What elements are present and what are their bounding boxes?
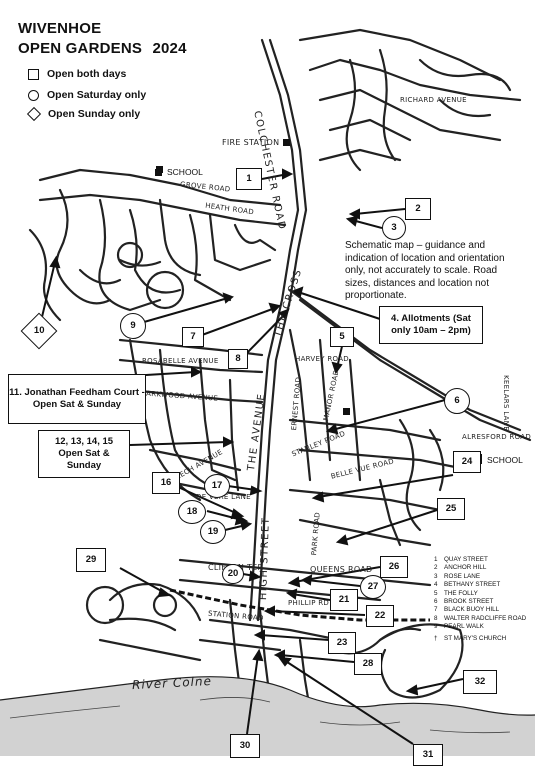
key-item-number: 9 bbox=[434, 623, 438, 631]
garden-marker-6[interactable]: 6 bbox=[444, 388, 470, 414]
garden-marker-5[interactable]: 5 bbox=[330, 327, 354, 347]
key-item-number: 6 bbox=[434, 598, 438, 606]
circle-icon bbox=[28, 89, 39, 101]
garden-marker-30[interactable]: 30 bbox=[230, 734, 260, 758]
key-item-label: BLACK BUOY HILL bbox=[444, 606, 500, 614]
garden-marker-1[interactable]: 1 bbox=[236, 168, 262, 190]
square-icon bbox=[28, 68, 39, 80]
key-item: 9 PEARL WALK bbox=[434, 623, 534, 631]
garden-marker-19[interactable]: 19 bbox=[200, 520, 226, 544]
key-item-label: BETHANY STREET bbox=[444, 581, 501, 589]
garden-marker-25[interactable]: 25 bbox=[437, 498, 465, 520]
key-item: † ST MARY'S CHURCH bbox=[434, 635, 534, 643]
key-item-label: QUAY STREET bbox=[444, 556, 488, 563]
callout-gardens-12-15[interactable]: 12, 13, 14, 15 Open Sat & Sunday bbox=[38, 430, 130, 478]
key-item: 5 THE FOLLY bbox=[434, 590, 534, 598]
callout-allotments[interactable]: 4. Allotments (Sat only 10am – 2pm) bbox=[379, 306, 483, 344]
garden-marker-8[interactable]: 8 bbox=[228, 349, 248, 369]
label-de-vere-lane: DE VERE LANE bbox=[196, 493, 251, 501]
label-queens-road: QUEENS ROAD bbox=[310, 565, 373, 574]
label-fire-station: FIRE STATION bbox=[222, 138, 280, 147]
label-keelars-lane: KEELARS LANE bbox=[502, 375, 510, 431]
key-item-number: 8 bbox=[434, 614, 438, 622]
label-school-nw: SCHOOL bbox=[155, 167, 203, 177]
legend-sunday-label: Open Sunday only bbox=[48, 108, 141, 120]
key-item-number: 1 bbox=[434, 556, 438, 563]
key-item-number: 7 bbox=[434, 606, 438, 614]
key-item-label: PEARL WALK bbox=[444, 623, 484, 631]
key-item: 4 BETHANY STREET bbox=[434, 581, 534, 589]
garden-marker-27[interactable]: 27 bbox=[360, 575, 386, 599]
garden-marker-21[interactable]: 21 bbox=[330, 589, 358, 611]
key-item: 8 WALTER RADCLIFFE ROAD bbox=[434, 615, 534, 623]
key-item-number: 4 bbox=[434, 581, 438, 589]
key-item-number: 3 bbox=[434, 572, 438, 580]
callout-arrows bbox=[41, 168, 464, 745]
legend-saturday: Open Saturday only bbox=[28, 89, 146, 101]
title-line-2: OPEN GARDENS 2024 bbox=[18, 40, 187, 57]
garden-marker-16[interactable]: 16 bbox=[152, 472, 180, 494]
key-item-label: THE FOLLY bbox=[444, 589, 478, 597]
key-item-number: 5 bbox=[434, 589, 438, 597]
schematic-note: Schematic map – guidance and indication … bbox=[345, 240, 505, 301]
legend-saturday-label: Open Saturday only bbox=[47, 89, 147, 101]
callout-jonathan-feedham-court[interactable]: 11. Jonathan Feedham Court - Open Sat & … bbox=[8, 374, 146, 424]
garden-marker-29[interactable]: 29 bbox=[76, 548, 106, 572]
road-network bbox=[28, 28, 532, 712]
garden-marker-20[interactable]: 20 bbox=[222, 564, 244, 584]
label-alresford-road: ALRESFORD ROAD bbox=[462, 433, 532, 441]
garden-marker-32[interactable]: 32 bbox=[463, 670, 497, 694]
railway-line bbox=[169, 588, 430, 622]
label-rosabelle-avenue: ROSABELLE AVENUE bbox=[142, 357, 219, 365]
key-item-label: ANCHOR HILL bbox=[444, 564, 487, 572]
key-item: 2 ANCHOR HILL bbox=[434, 564, 534, 572]
garden-marker-23[interactable]: 23 bbox=[328, 632, 356, 654]
garden-marker-24[interactable]: 24 bbox=[453, 451, 481, 473]
title-year: 2024 bbox=[152, 40, 187, 57]
key-item: 3 ROSE LANE bbox=[434, 573, 534, 581]
garden-marker-7[interactable]: 7 bbox=[182, 327, 204, 347]
garden-marker-3[interactable]: 3 bbox=[382, 216, 406, 240]
key-item-number: 2 bbox=[434, 564, 438, 572]
label-phillip-rd: PHILLIP RD bbox=[288, 599, 330, 607]
legend-sunday: Open Sunday only bbox=[26, 106, 141, 122]
label-school-e: SCHOOL bbox=[475, 455, 523, 465]
key-item: 6 BROOK STREET bbox=[434, 598, 534, 606]
garden-marker-26[interactable]: 26 bbox=[380, 556, 408, 578]
label-richard-avenue: RICHARD AVENUE bbox=[400, 96, 467, 104]
garden-marker-17[interactable]: 17 bbox=[204, 474, 230, 498]
key-item: 7 BLACK BUOY HILL bbox=[434, 606, 534, 614]
garden-marker-2[interactable]: 2 bbox=[405, 198, 431, 220]
church-key: 1 QUAY STREET 2 ANCHOR HILL 3 ROSE LANE 4 BETHA… bbox=[434, 556, 534, 643]
title-line-1: WIVENHOE bbox=[18, 20, 102, 37]
legend-both-days: Open both days bbox=[28, 68, 126, 80]
diamond-icon bbox=[26, 106, 42, 122]
garden-marker-31[interactable]: 31 bbox=[413, 744, 443, 766]
legend-both-label: Open both days bbox=[47, 68, 127, 80]
title-text: OPEN GARDENS bbox=[18, 40, 143, 57]
label-harvey-road: HARVEY ROAD bbox=[295, 355, 349, 363]
river-colne bbox=[0, 676, 535, 756]
garden-marker-10: 10 bbox=[33, 324, 45, 336]
key-item: 1 QUAY STREET bbox=[434, 556, 534, 564]
key-item-label: ROSE LANE bbox=[444, 572, 481, 580]
key-item-label: BROOK STREET bbox=[444, 598, 494, 606]
garden-marker-22[interactable]: 22 bbox=[366, 605, 394, 627]
key-item-label: WALTER RADCLIFFE ROAD bbox=[444, 614, 527, 622]
garden-marker-9[interactable]: 9 bbox=[120, 313, 146, 339]
key-item-label: ST MARY'S CHURCH bbox=[444, 634, 507, 642]
garden-marker-28[interactable]: 28 bbox=[354, 653, 382, 675]
garden-marker-18[interactable]: 18 bbox=[178, 500, 206, 524]
key-item-number: † bbox=[434, 634, 438, 642]
